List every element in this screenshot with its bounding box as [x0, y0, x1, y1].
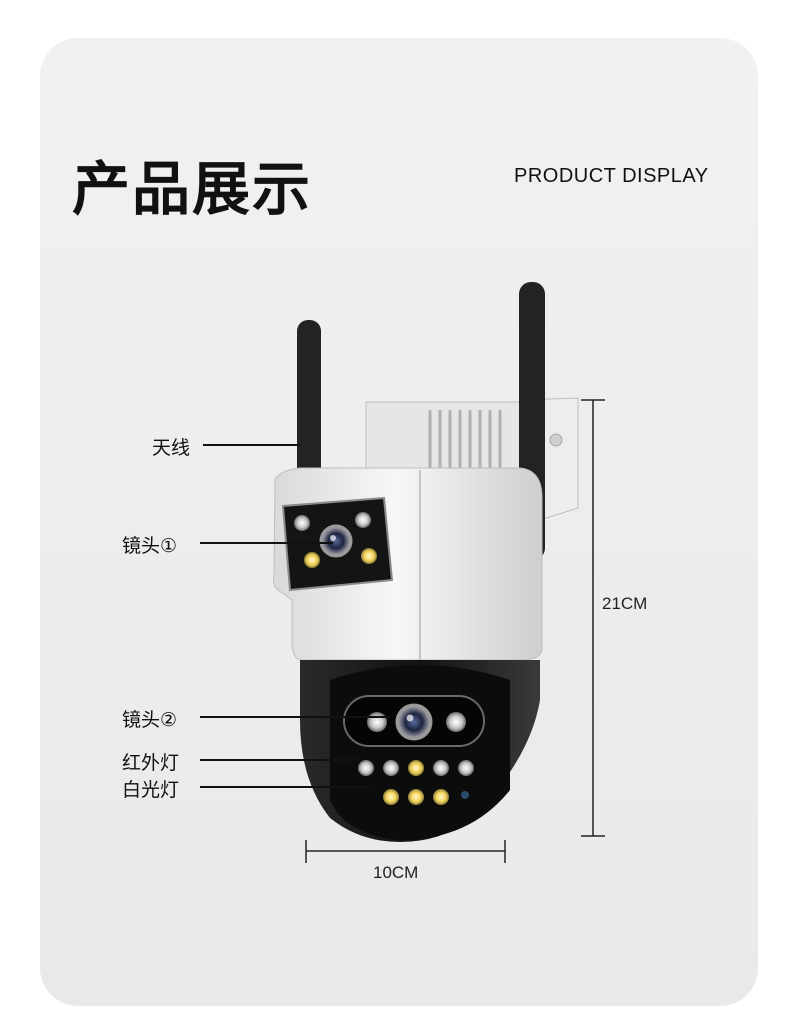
callout-lens-2: 镜头② — [122, 709, 178, 731]
dimension-width: 10CM — [373, 863, 419, 882]
callout-infrared-light: 红外灯 — [122, 752, 180, 774]
page-subtitle: PRODUCT DISPLAY — [514, 165, 709, 187]
dimension-lines — [305, 399, 605, 863]
callout-antenna: 天线 — [152, 437, 191, 459]
dimension-height: 21CM — [602, 594, 648, 613]
callout-lens-1: 镜头① — [122, 535, 178, 557]
callout-lines — [200, 444, 390, 788]
upper-head — [273, 467, 543, 661]
lower-dome — [300, 660, 540, 842]
callout-white-light: 白光灯 — [122, 779, 180, 801]
page-title: 产品展示 — [72, 155, 313, 223]
